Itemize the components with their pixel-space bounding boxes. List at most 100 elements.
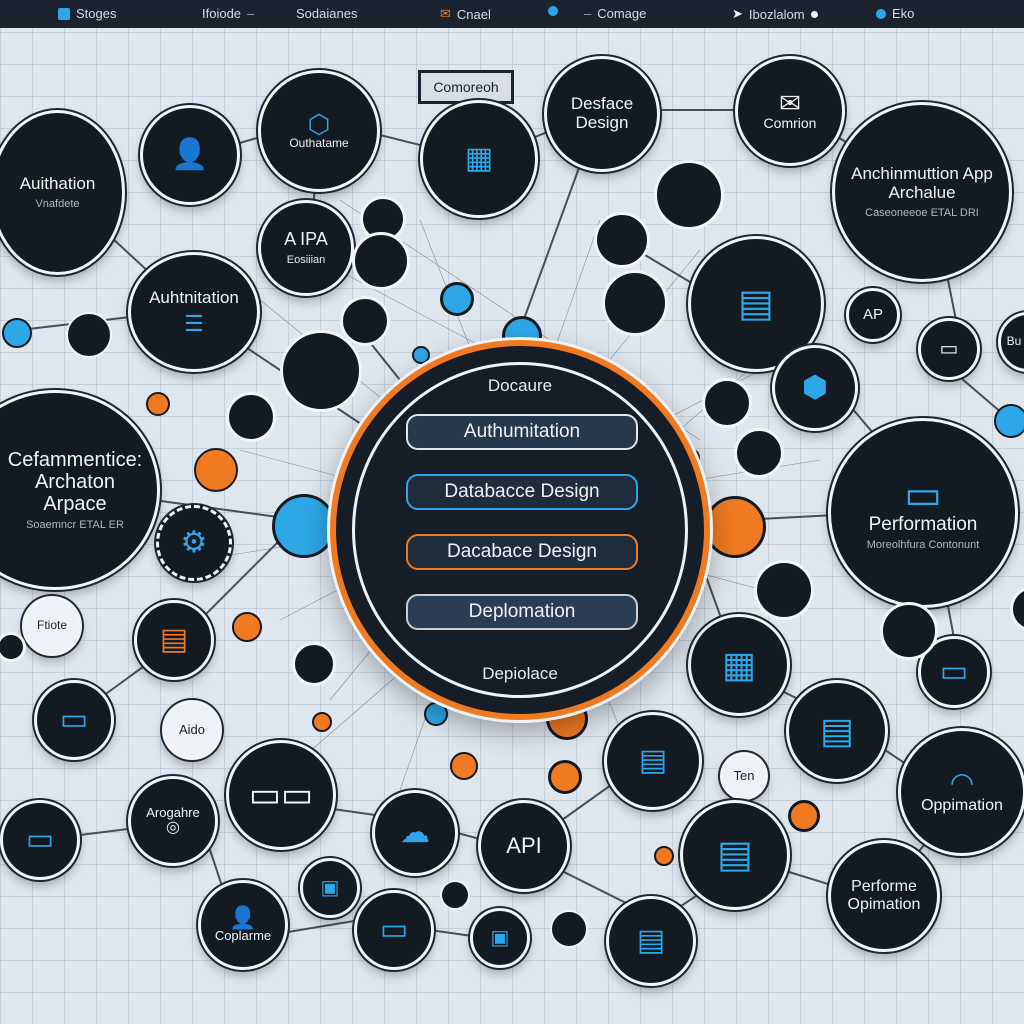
node-shield[interactable]: ⬢ xyxy=(772,345,858,431)
node-label: Bu xyxy=(1006,334,1022,349)
comoreoh-tag[interactable]: Comoreoh xyxy=(418,70,514,104)
mail-icon: ✉ xyxy=(779,88,801,119)
accent-dot xyxy=(654,160,724,230)
pc-icon: ▭ xyxy=(379,913,409,946)
node-desktop[interactable]: ▭ xyxy=(34,680,114,760)
pill-authumitation[interactable]: Authumitation xyxy=(406,414,638,450)
shield-icon: ⬢ xyxy=(801,371,829,404)
center-title: Docaure xyxy=(487,376,553,395)
node-document[interactable]: ▤ xyxy=(134,600,214,680)
node-label: Performation xyxy=(868,513,978,535)
node-blocks[interactable]: ▦ xyxy=(688,614,790,716)
node-comrion[interactable]: ✉ Comrion xyxy=(735,56,845,166)
pill-label: Dacabace Design xyxy=(447,541,597,562)
pill-label: Authumitation xyxy=(463,421,581,442)
topbar-item[interactable]: Stoges xyxy=(58,6,116,21)
accent-dot xyxy=(340,296,390,346)
database-icon: ☰ xyxy=(184,311,204,337)
node-ap[interactable]: AP xyxy=(846,288,900,342)
center-footer: Depiolace xyxy=(482,664,558,683)
topbar-item[interactable]: ✉Cnael xyxy=(440,6,491,22)
node-label: Anchinmuttion App Archalue xyxy=(851,164,993,202)
node-files[interactable]: ▤ xyxy=(604,712,702,810)
node-label: API xyxy=(506,832,542,858)
topbar-item[interactable]: ➤Ibozlalom xyxy=(732,6,818,22)
node-sublabel: Eosiiian xyxy=(286,253,326,266)
topbar-label: Sodaianes xyxy=(296,6,358,21)
node-performation[interactable]: ▭ Performation Moreolhfura Contonunt xyxy=(828,418,1018,608)
node-server-rack[interactable]: ▤ xyxy=(680,800,790,910)
dot-icon xyxy=(876,8,886,19)
accent-dot xyxy=(440,880,470,910)
node-desface-design[interactable]: Desface Design xyxy=(544,56,660,172)
topbar-item[interactable]: Sodaianes xyxy=(296,6,357,21)
dot-icon xyxy=(548,6,558,16)
accent-dot xyxy=(702,378,752,428)
node-label: Outhatame xyxy=(289,136,349,151)
accent-dot xyxy=(994,404,1024,438)
user-icon: 👤 xyxy=(229,904,257,930)
topbar-item[interactable] xyxy=(548,6,558,16)
accent-dot xyxy=(788,800,820,832)
pill-databacce-design[interactable]: Databacce Design xyxy=(406,474,638,510)
node-alpa[interactable]: A IPA Eosiiian xyxy=(258,200,354,296)
accent-dot xyxy=(412,346,430,364)
pill-label: Databacce Design xyxy=(444,481,600,502)
accent-dot xyxy=(0,632,26,662)
node-label: Desface Design xyxy=(570,94,634,132)
node-user[interactable]: 👤 xyxy=(140,105,240,205)
topbar-item[interactable]: Eko xyxy=(876,6,914,21)
server-rack-icon: ▤ xyxy=(717,834,753,876)
node-ftiote[interactable]: Ftiote xyxy=(22,596,82,656)
topbar-item[interactable]: –Comage xyxy=(584,6,646,21)
node-monitors[interactable]: ▭▭ xyxy=(226,740,336,850)
node-arogahre[interactable]: Arogahre ◎ xyxy=(128,776,218,866)
server-icon: ▤ xyxy=(636,924,666,957)
files-icon: ▤ xyxy=(638,744,668,777)
node-api[interactable]: API xyxy=(478,800,570,892)
pill-label: Deplomation xyxy=(468,601,576,622)
node-ten[interactable]: Ten xyxy=(720,752,768,800)
accent-dot xyxy=(226,392,276,442)
node-drive[interactable]: ▣ xyxy=(470,908,530,968)
pill-deplomation[interactable]: Deplomation xyxy=(406,594,638,630)
node-stack[interactable]: ▤ xyxy=(786,680,888,782)
center-inner-ring xyxy=(352,362,688,698)
node-servers[interactable]: ▦ xyxy=(420,100,538,218)
node-auithation[interactable]: Auithation Vnafdete xyxy=(0,110,125,275)
node-cefammentice[interactable]: Cefammentice: Archaton Arpace Soaemncr E… xyxy=(0,390,160,590)
node-gear[interactable]: ⚙ xyxy=(156,505,232,581)
node-outhatame[interactable]: ⬡ Outhatame xyxy=(258,70,380,192)
monitor-icon: ▭ xyxy=(904,472,942,517)
node-oppimation[interactable]: ◠ Oppimation xyxy=(898,728,1024,856)
pill-dacabace-design[interactable]: Dacabace Design xyxy=(406,534,638,570)
node-label: Oppimation xyxy=(921,797,1003,815)
accent-dot xyxy=(754,560,814,620)
node-cloud[interactable]: ☁ xyxy=(372,790,458,876)
node-laptop-left[interactable]: ▭ xyxy=(0,800,80,880)
node-arch-app[interactable]: Anchinmuttion App Archalue Caseoneeoe ET… xyxy=(832,102,1012,282)
accent-dot xyxy=(2,318,32,348)
blocks-icon: ▦ xyxy=(721,644,756,685)
cursor-icon: ➤ xyxy=(732,6,743,21)
node-coplarme[interactable]: 👤 Coplarme xyxy=(198,880,288,970)
node-server-small[interactable]: ▤ xyxy=(606,896,696,986)
node-sublabel: Caseoneeoe ETAL DRI xyxy=(865,206,979,219)
node-aido[interactable]: Aido xyxy=(162,700,222,760)
topbar-label: Eko xyxy=(892,6,915,21)
laptop-icon: ▭ xyxy=(939,655,969,688)
node-perf-opt[interactable]: Performe Opimation xyxy=(828,840,940,952)
center-hub[interactable]: Docaure Authumitation Databacce Design D… xyxy=(330,340,710,720)
top-bar: Stoges Ifoiode– Sodaianes ✉Cnael –Comage… xyxy=(0,0,1024,28)
node-pc[interactable]: ▭ xyxy=(354,890,434,970)
accent-dot xyxy=(312,712,332,732)
square-icon xyxy=(58,7,70,20)
node-label: Auhtnitation xyxy=(149,287,239,307)
node-screen[interactable]: ▭ xyxy=(918,318,980,380)
node-auhtnitation[interactable]: Auhtnitation ☰ xyxy=(128,252,260,372)
topbar-label: Stoges xyxy=(76,6,117,21)
node-label: A IPA xyxy=(284,229,328,250)
accent-dot xyxy=(194,448,238,492)
topbar-item[interactable]: Ifoiode– xyxy=(202,6,254,21)
node-box[interactable]: ▣ xyxy=(300,858,360,918)
